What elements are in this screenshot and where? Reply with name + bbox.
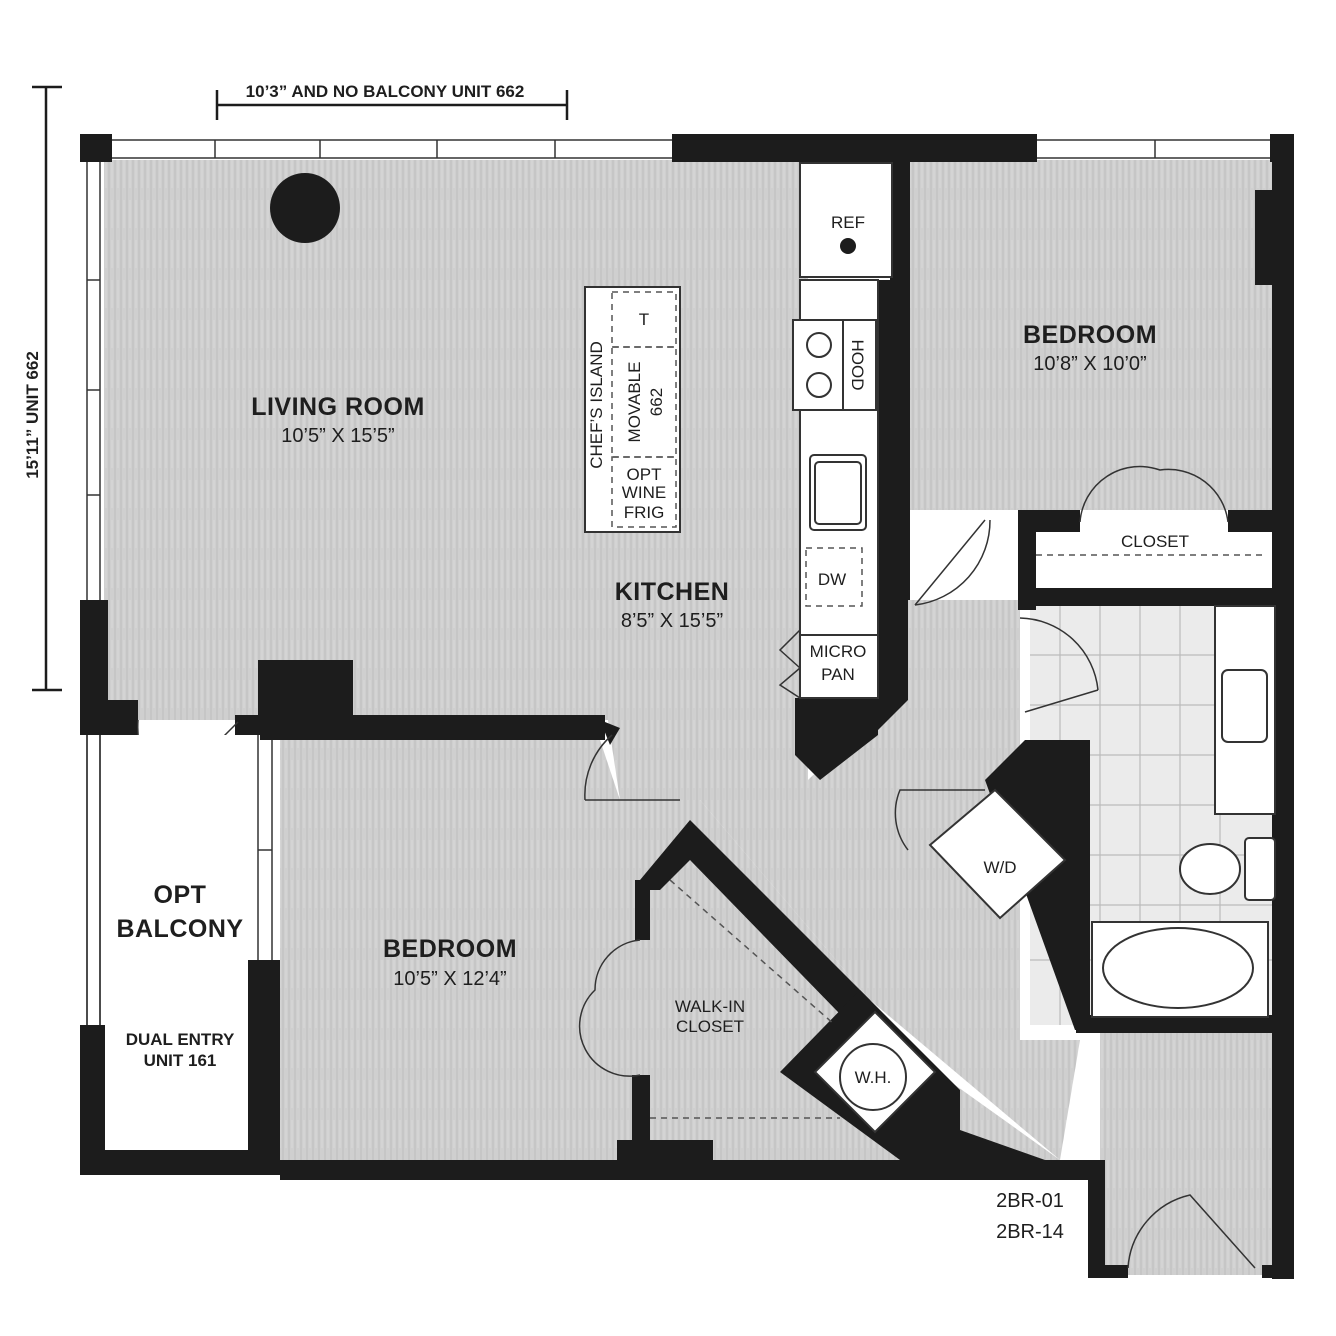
- kitchen-size: 8’5” X 15’5”: [621, 610, 723, 632]
- island-wine-label: WINE: [622, 483, 666, 502]
- hood-label: HOOD: [848, 340, 867, 391]
- fridge: REF: [799, 162, 893, 278]
- kitchen-name: KITCHEN: [615, 578, 730, 606]
- column: [270, 173, 340, 243]
- top-dimension-label: 10’3” AND NO BALCONY UNIT 662: [246, 82, 525, 101]
- living-room-name: LIVING ROOM: [251, 393, 425, 421]
- bedroom-right-size: 10’8” X 10’0”: [1033, 353, 1146, 375]
- water-heater: W.H.: [813, 1010, 937, 1134]
- walls: [80, 134, 1294, 1279]
- micro-label: MICRO: [810, 642, 867, 661]
- chefs-island: T CHEF’S ISLAND MOVABLE 662 OPT WINE FRI…: [584, 286, 681, 533]
- closet-label: CLOSET: [1121, 532, 1189, 551]
- dimension-lines: [32, 85, 569, 692]
- side-dimension-label: 15’11” UNIT 662: [23, 351, 42, 479]
- burner-icon: [806, 332, 832, 358]
- island-chefs-label: CHEF’S ISLAND: [587, 341, 606, 469]
- walkin-line1: WALK-IN: [675, 997, 745, 1016]
- island-movable-label: MOVABLE: [625, 362, 644, 443]
- dual-entry-line1: DUAL ENTRY: [126, 1030, 235, 1049]
- living-room-size: 10’5” X 15’5”: [281, 425, 394, 447]
- closet-lines: [650, 554, 1262, 1119]
- bathroom-sink: [1221, 669, 1268, 743]
- toilet-bowl: [1179, 843, 1241, 895]
- balcony-area: [105, 735, 248, 1150]
- balcony-line2: BALCONY: [116, 915, 243, 943]
- wh-label: W.H.: [855, 1068, 892, 1087]
- dishwasher-label: DW: [818, 570, 846, 589]
- island-t: T: [639, 310, 649, 329]
- unit-code-1: 2BR-01: [996, 1190, 1064, 1212]
- balcony-line1: OPT: [154, 881, 207, 909]
- bathroom-fixtures: [1091, 605, 1276, 1018]
- island-num-label: 662: [647, 388, 666, 416]
- burner-icon: [806, 372, 832, 398]
- washer-dryer: W/D: [928, 788, 1067, 920]
- wd-label: W/D: [983, 858, 1016, 877]
- bedroom-right-name: BEDROOM: [1023, 321, 1157, 349]
- dual-entry-line2: UNIT 161: [144, 1051, 217, 1070]
- bedroom-left-size: 10’5” X 12’4”: [393, 968, 506, 990]
- walkin-line2: CLOSET: [676, 1017, 744, 1036]
- fridge-label: REF: [831, 213, 865, 232]
- kitchen-counter: HOOD DW MICRO PAN: [778, 279, 879, 699]
- pantry-label: PAN: [821, 665, 855, 684]
- toilet-tank: [1244, 837, 1276, 901]
- island-frig-label: FRIG: [624, 503, 665, 522]
- island-opt-label: OPT: [627, 465, 662, 484]
- bedroom-left-name: BEDROOM: [383, 935, 517, 963]
- unit-code-2: 2BR-14: [996, 1221, 1064, 1243]
